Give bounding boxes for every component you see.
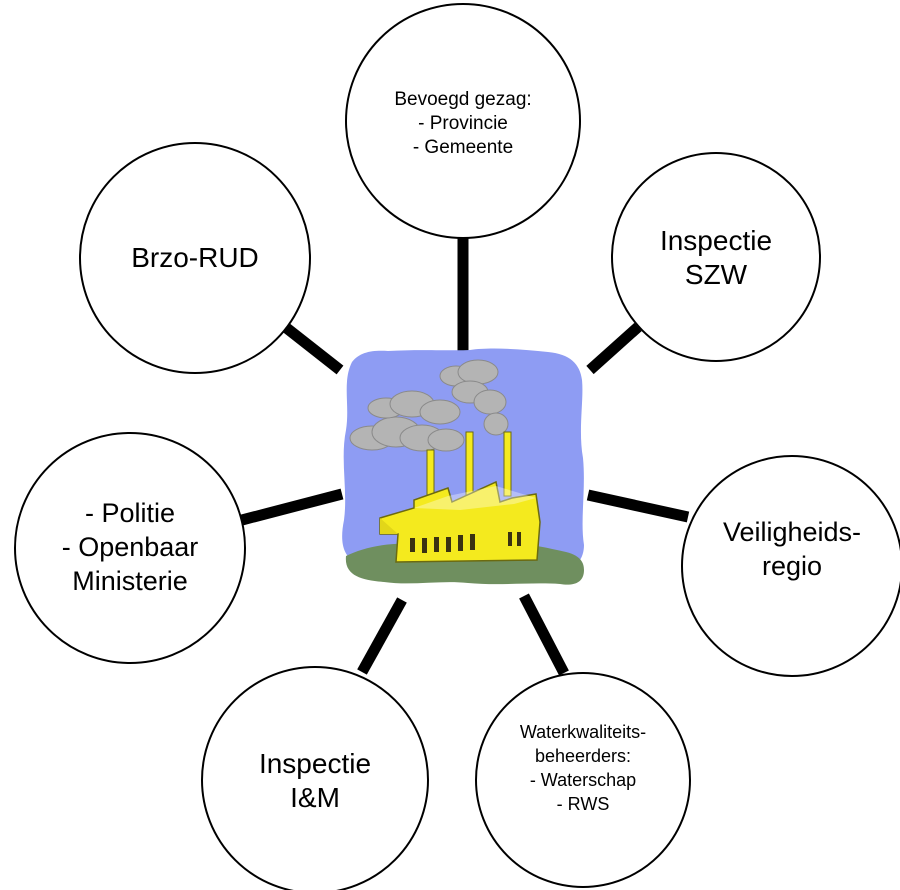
node-line: - Provincie (418, 113, 508, 134)
factory-icon (342, 348, 584, 585)
node-inspectie-szw: Inspectie SZW (626, 218, 806, 298)
node-line: Brzo-RUD (131, 242, 259, 273)
connector-inspectie-szw (586, 322, 642, 375)
node-circle-bevoegd-gezag (345, 3, 581, 239)
node-circle-inspectie-szw (611, 152, 821, 362)
node-inspectie-im: Inspectie I&M (225, 741, 405, 821)
smoke-clouds (349, 359, 509, 452)
node-line: Inspectie (659, 225, 773, 256)
node-veiligheidsregio: Veiligheids- regio (697, 509, 887, 589)
node-circle-veiligheidsregio (681, 455, 900, 677)
node-line: Waterkwaliteits- (519, 722, 647, 742)
node-line: - Waterschap (529, 770, 637, 790)
node-line: I&M (290, 782, 340, 813)
node-line: - Politie (84, 498, 176, 528)
node-circle-waterkwaliteit (475, 672, 691, 888)
factory-building (379, 480, 541, 563)
node-line: regio (761, 551, 823, 581)
node-line: SZW (684, 259, 748, 290)
node-line: Inspectie (258, 748, 372, 779)
node-brzo-rud: Brzo-RUD (95, 238, 295, 278)
connector-inspectie-im (357, 597, 407, 675)
node-circle-brzo-rud (79, 142, 311, 374)
node-circle-politie-om (14, 432, 246, 664)
connector-waterkwaliteit (519, 593, 569, 676)
node-line: beheerders: (534, 746, 632, 766)
node-line: - Gemeente (412, 137, 514, 158)
node-line: Veiligheids- (722, 517, 862, 547)
node-bevoegd-gezag: Bevoegd gezag: - Provincie - Gemeente (353, 84, 573, 164)
node-line: - RWS (556, 794, 610, 814)
node-waterkwaliteit: Waterkwaliteits- beheerders: - Waterscha… (493, 713, 673, 823)
node-line: Ministerie (72, 566, 188, 596)
connector-veiligheidsregio (586, 489, 690, 523)
node-politie-om: - Politie - Openbaar Ministerie (30, 490, 230, 604)
connector-brzo-rud (280, 321, 344, 375)
node-line: Bevoegd gezag: (394, 89, 532, 110)
connector-politie-om (240, 488, 344, 526)
node-line: - Openbaar (61, 532, 199, 562)
node-circle-inspectie-im (201, 666, 429, 890)
